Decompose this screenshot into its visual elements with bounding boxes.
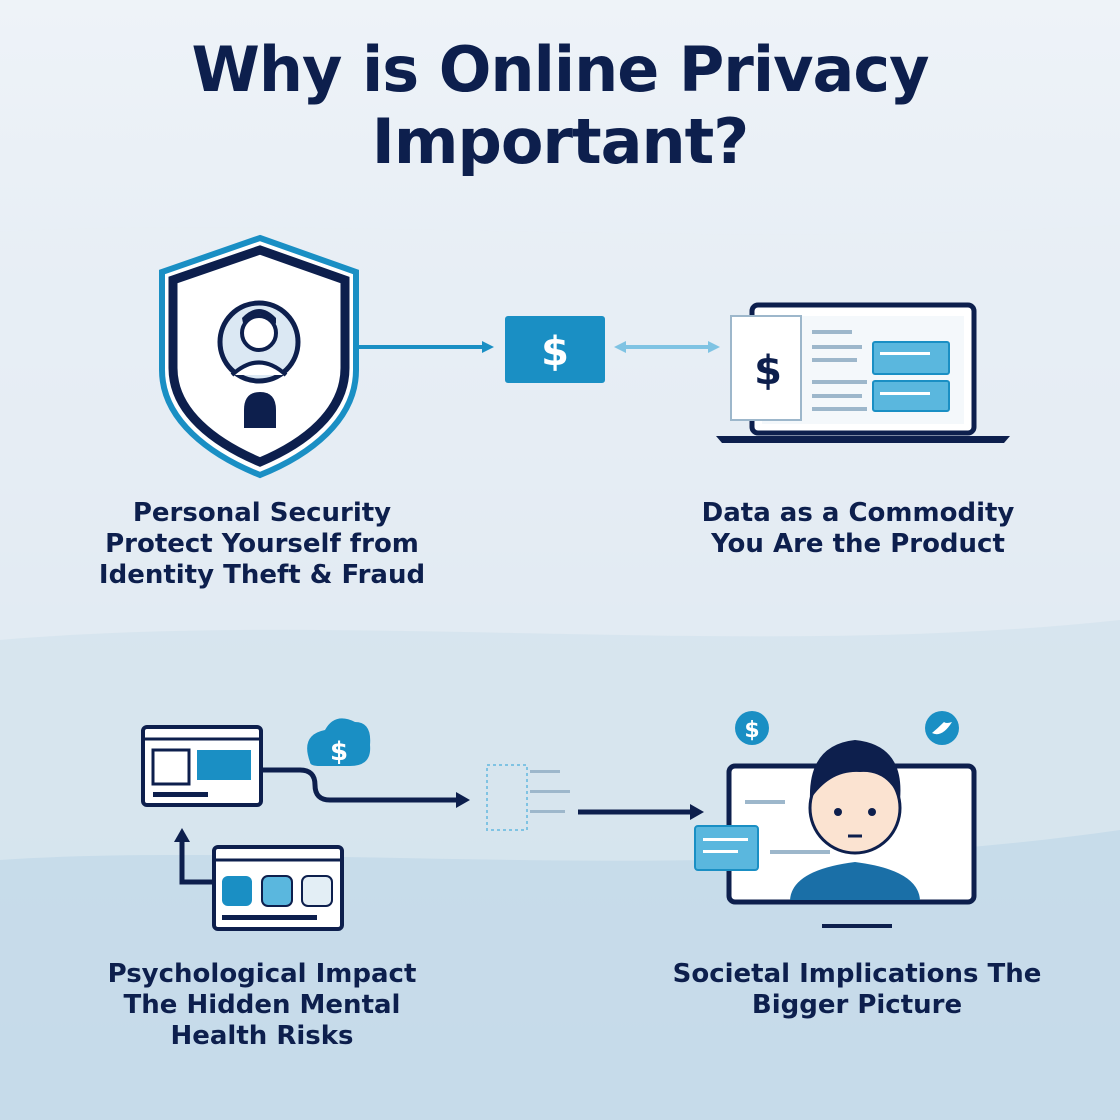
laptop-icon: $	[716, 302, 1010, 443]
caption-line: Identity Theft & Fraud	[98, 560, 426, 590]
caption-line: Psychological Impact	[107, 959, 417, 989]
browser-window-icon	[141, 725, 263, 807]
laptop-dollar-glyph: $	[754, 348, 782, 394]
bird-icon	[925, 711, 959, 745]
caption-line: The Hidden Mental	[123, 990, 401, 1020]
caption-personal-security: Personal Security Protect Yourself from …	[90, 498, 434, 591]
caption-line: Health Risks	[170, 1021, 354, 1051]
dollar-glyph: $	[541, 329, 569, 375]
badge-dollar-glyph: $	[744, 718, 759, 743]
flow-arrow-1	[261, 767, 470, 808]
arrow-shield-to-dollar	[356, 341, 494, 353]
caption-line: Personal Security	[132, 498, 392, 528]
flow-arrow-2	[578, 804, 704, 820]
caption-line: Societal Implications The	[672, 959, 1042, 989]
title-line-2: Important?	[371, 105, 749, 178]
data-stream-icon	[486, 764, 570, 831]
page-title: Why is Online Privacy Important?	[0, 34, 1120, 178]
apps-window-icon	[212, 845, 344, 931]
cloud-dollar-icon: $	[307, 718, 371, 767]
person-icon	[790, 740, 920, 900]
caption-line: Data as a Commodity	[701, 498, 1015, 528]
dollar-badge-icon: $	[735, 711, 769, 745]
caption-line: You Are the Product	[711, 529, 1005, 559]
user-icon	[217, 300, 301, 384]
double-arrow	[614, 341, 720, 353]
caption-psychological-impact: Psychological Impact The Hidden Mental H…	[86, 959, 438, 1052]
cloud-dollar-glyph: $	[330, 737, 348, 767]
caption-line: Protect Yourself from	[105, 529, 419, 559]
return-arrow	[174, 828, 213, 885]
caption-line: Bigger Picture	[751, 990, 963, 1020]
dollar-card-icon: $	[505, 316, 605, 383]
title-line-1: Why is Online Privacy	[191, 33, 929, 106]
lock-icon	[244, 392, 276, 428]
caption-societal-implications: Societal Implications The Bigger Picture	[660, 959, 1054, 1021]
caption-data-commodity: Data as a Commodity You Are the Product	[680, 498, 1036, 560]
